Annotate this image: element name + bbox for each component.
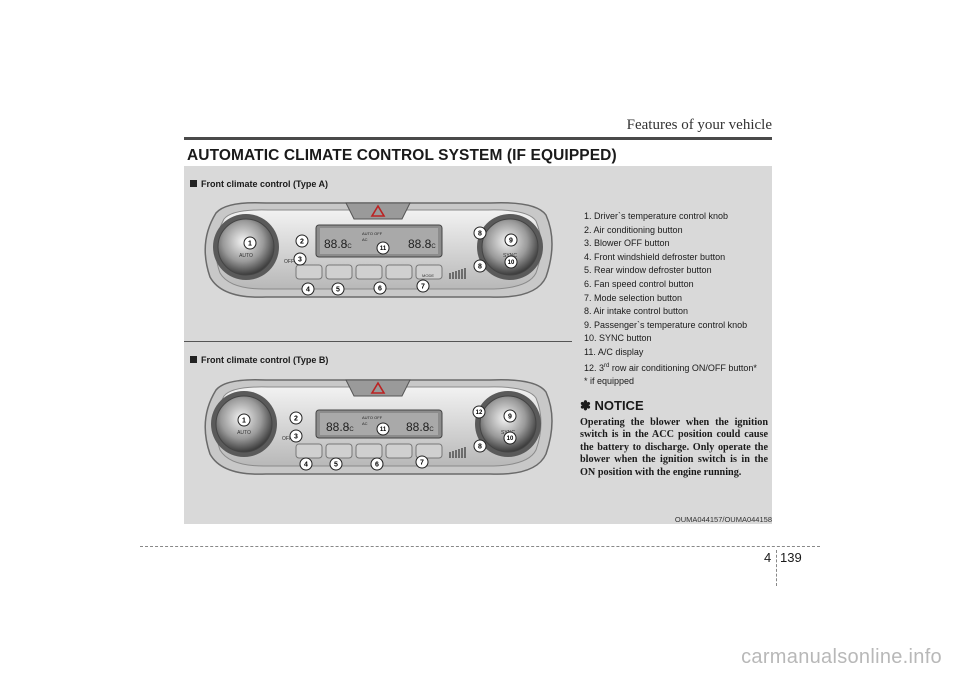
callout: 10	[507, 436, 514, 442]
legend-item: 7. Mode selection button	[584, 292, 683, 303]
type-b-label: Front climate control (Type B)	[190, 355, 328, 365]
unit-left: °C	[345, 244, 352, 250]
bullet-square-icon	[190, 356, 197, 363]
hazard-icon	[370, 381, 386, 394]
display-mode: AUTO OFF	[362, 231, 383, 236]
legend-item: 5. Rear window defroster button	[584, 265, 712, 276]
header-rule	[184, 137, 772, 140]
callout: 7	[421, 284, 425, 291]
callout: 6	[378, 286, 382, 293]
legend-item: 4. Front windshield defroster button	[584, 251, 726, 262]
bottom-button-row	[295, 443, 443, 459]
legend-item: 11. A/C display	[584, 346, 644, 357]
legend-item-12: 12. 3rd row air conditioning ON/OFF butt…	[584, 360, 757, 376]
running-header: Features of your vehicle	[626, 117, 772, 133]
callout: 1	[248, 241, 252, 248]
watermark: carmanualsonline.info	[741, 646, 942, 668]
hazard-button	[345, 379, 411, 397]
off-label: OFF	[284, 259, 294, 265]
page-separator	[776, 550, 777, 586]
display-mode: AUTO OFF	[362, 415, 383, 420]
callout: 2	[300, 239, 304, 246]
display-ac: AC	[362, 421, 368, 426]
footer-rule	[140, 546, 820, 547]
climate-control-unit-type-a: AUTO SYNC OFF 88.8 °C 88.8 °C AUTO OFF A…	[204, 201, 553, 298]
callout: 11	[380, 427, 387, 433]
callout: 2	[294, 416, 298, 423]
callout: 6	[375, 462, 379, 469]
callout: 1	[242, 418, 246, 425]
fan-speed-bars	[449, 447, 466, 458]
page-number: 139	[780, 550, 802, 565]
callout: 3	[294, 434, 298, 441]
legend-12-sup: rd	[604, 362, 610, 369]
legend-footnote: * if equipped	[584, 376, 635, 387]
legend-12-suffix: row air conditioning ON/OFF button*	[609, 362, 757, 373]
callout: 5	[334, 462, 338, 469]
unit-right: °C	[427, 427, 434, 433]
hazard-icon	[370, 204, 386, 217]
knob-left-label: AUTO	[237, 430, 251, 436]
callout: 8	[478, 231, 482, 238]
callout: 7	[420, 460, 424, 467]
fan-speed-bars	[449, 268, 466, 279]
bullet-square-icon	[190, 180, 197, 187]
temp-right-display: 88.8	[406, 420, 430, 434]
callout: 3	[298, 257, 302, 264]
bottom-button-row	[295, 264, 443, 280]
notice-title: ✽ NOTICE	[580, 398, 644, 413]
legend-item: 3. Blower OFF button	[584, 238, 670, 249]
section-title: AUTOMATIC CLIMATE CONTROL SYSTEM (IF EQU…	[187, 147, 617, 164]
type-b-label-text: Front climate control (Type B)	[201, 355, 329, 365]
legend-item: 8. Air intake control button	[584, 306, 689, 317]
temp-left-display: 88.8	[324, 237, 348, 251]
legend-item: 2. Air conditioning button	[584, 224, 683, 235]
legend-list: 1. Driver`s temperature control knob 2. …	[584, 210, 757, 389]
callout: 11	[380, 246, 387, 252]
type-a-label-text: Front climate control (Type A)	[201, 179, 329, 189]
callout: 9	[509, 238, 513, 245]
legend-item: 10. SYNC button	[584, 333, 652, 344]
knob-left-label: AUTO	[239, 253, 253, 259]
temp-right-display: 88.8	[408, 237, 432, 251]
hazard-button	[345, 202, 411, 220]
callout: 8	[478, 264, 482, 271]
unit-right: °C	[429, 244, 436, 250]
image-code: OUMA044157/OUMA044158	[674, 515, 772, 524]
notice-text: Operating the blower when the ignition s…	[580, 417, 768, 478]
callout: 8	[478, 444, 482, 451]
callout: 4	[306, 287, 310, 294]
unit-left: °C	[347, 427, 354, 433]
off-label: OFF	[282, 436, 292, 442]
legend-12-prefix: 12. 3	[584, 362, 605, 373]
callout: 10	[508, 260, 515, 266]
legend-item: 1. Driver`s temperature control knob	[584, 211, 729, 221]
legend-item: 6. Fan speed control button	[584, 278, 694, 289]
chapter-number: 4	[764, 550, 772, 565]
temp-left-display: 88.8	[326, 420, 350, 434]
climate-control-unit-type-b: AUTO SYNC OFF 88.8 °C 88.8 °C AUTO OFF A…	[204, 378, 553, 475]
type-a-label: Front climate control (Type A)	[190, 179, 328, 189]
callout: 4	[304, 462, 308, 469]
display-ac: AC	[362, 237, 368, 242]
callout: 9	[508, 414, 512, 421]
callout: 12	[476, 410, 483, 416]
mode-button-label: MODE	[422, 273, 434, 278]
callout: 5	[336, 287, 340, 294]
legend-item: 9. Passenger`s temperature control knob	[584, 319, 748, 330]
panel-divider	[184, 341, 572, 342]
